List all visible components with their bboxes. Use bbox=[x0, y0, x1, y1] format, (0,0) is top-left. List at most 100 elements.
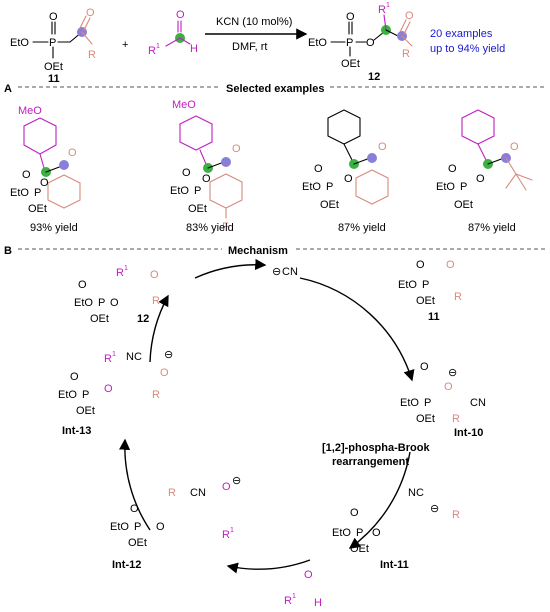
svg-text:R: R bbox=[284, 595, 292, 607]
svg-text:O: O bbox=[156, 521, 165, 533]
aldehyde-structure: O R 1 H bbox=[148, 9, 198, 57]
substrate-11-structure: EtO P O O R OEt 11 bbox=[10, 7, 96, 85]
svg-text:1: 1 bbox=[292, 593, 296, 600]
int-11-label: Int-11 bbox=[380, 559, 409, 571]
svg-text:EtO: EtO bbox=[58, 389, 77, 401]
r1-group: R bbox=[148, 45, 156, 57]
svg-text:O: O bbox=[78, 279, 87, 291]
cyanide-label: CN bbox=[282, 266, 298, 278]
svg-text:1: 1 bbox=[112, 351, 116, 358]
svg-text:O: O bbox=[68, 147, 77, 159]
svg-text:OEt: OEt bbox=[416, 413, 435, 425]
svg-text:OEt: OEt bbox=[76, 405, 95, 417]
svg-text:1: 1 bbox=[230, 527, 234, 534]
product-12-structure: EtO P O O R 1 O R OEt 12 bbox=[308, 2, 414, 83]
intermediate-int-12: R CN O ⊖ O EtO P O R 1 OEt Int-12 bbox=[110, 475, 241, 571]
svg-text:P: P bbox=[326, 181, 333, 193]
svg-text:R: R bbox=[116, 267, 124, 279]
example-4-structure: O O EtO P O OEt bbox=[436, 109, 533, 211]
intermediate-int-11: NC ⊖ R O EtO P O OEt Int-11 bbox=[332, 487, 460, 571]
svg-text:R: R bbox=[152, 389, 160, 401]
eto-label: EtO bbox=[10, 37, 29, 49]
yield-summary-text: up to 94% yield bbox=[430, 43, 505, 55]
svg-text:O: O bbox=[444, 381, 453, 393]
svg-text:OEt: OEt bbox=[188, 203, 207, 215]
svg-text:⊖: ⊖ bbox=[430, 503, 439, 515]
conditions-text: DMF, rt bbox=[232, 41, 267, 53]
svg-text:O: O bbox=[202, 173, 211, 185]
example-1-structure: MeO O O EtO P O OEt bbox=[10, 105, 81, 215]
svg-text:EtO: EtO bbox=[10, 187, 29, 199]
svg-text:R: R bbox=[452, 509, 460, 521]
svg-text:O: O bbox=[372, 527, 381, 539]
svg-text:O: O bbox=[344, 173, 353, 185]
svg-text:NC: NC bbox=[408, 487, 424, 499]
section-b-header: B Mechanism bbox=[4, 245, 545, 257]
svg-text:O: O bbox=[150, 269, 159, 281]
int-13-label: Int-13 bbox=[62, 425, 91, 437]
cyanide-minus: ⊖ bbox=[272, 266, 281, 278]
svg-text:O: O bbox=[314, 163, 323, 175]
plus-sign: + bbox=[122, 39, 128, 51]
example-2-yield: 83% yield bbox=[186, 222, 234, 234]
section-a-header: A Selected examples bbox=[4, 83, 545, 95]
svg-text:EtO: EtO bbox=[400, 397, 419, 409]
int-12-label: Int-12 bbox=[112, 559, 141, 571]
svg-text:P: P bbox=[422, 279, 429, 291]
svg-text:EtO: EtO bbox=[398, 279, 417, 291]
section-b-letter: B bbox=[4, 245, 12, 257]
svg-text:R: R bbox=[454, 291, 462, 303]
svg-text:O: O bbox=[182, 167, 191, 179]
cycle-product-12: O EtO P O R 1 O R OEt 12 bbox=[74, 265, 160, 325]
rearrangement-label-line2: rearrangement bbox=[332, 456, 409, 468]
oxygen-label: O bbox=[49, 11, 58, 23]
compound-12-label: 12 bbox=[368, 71, 380, 83]
svg-text:O: O bbox=[350, 507, 359, 519]
example-3-structure: O O EtO P O OEt bbox=[302, 109, 389, 211]
svg-text:EtO: EtO bbox=[302, 181, 321, 193]
svg-text:H: H bbox=[314, 597, 322, 609]
svg-text:OEt: OEt bbox=[28, 203, 47, 215]
svg-text:OEt: OEt bbox=[128, 537, 147, 549]
svg-text:O: O bbox=[160, 367, 169, 379]
svg-text:CN: CN bbox=[190, 487, 206, 499]
svg-text:MeO: MeO bbox=[172, 99, 196, 111]
carbonyl-oxygen: O bbox=[86, 7, 95, 19]
svg-text:1: 1 bbox=[124, 265, 128, 272]
aldehyde-h: H bbox=[190, 43, 198, 55]
svg-text:R: R bbox=[222, 529, 230, 541]
svg-text:O: O bbox=[104, 383, 113, 395]
intermediate-int-13: R 1 NC ⊖ O O R O EtO P OEt Int-13 bbox=[58, 349, 173, 437]
svg-text:1: 1 bbox=[386, 2, 390, 9]
svg-text:EtO: EtO bbox=[308, 37, 327, 49]
svg-text:R: R bbox=[104, 353, 112, 365]
svg-text:R: R bbox=[378, 4, 386, 16]
svg-text:OEt: OEt bbox=[341, 58, 360, 70]
svg-text:⊖: ⊖ bbox=[164, 349, 173, 361]
cycle-substrate-label: 11 bbox=[428, 311, 440, 323]
svg-text:OEt: OEt bbox=[320, 199, 339, 211]
example-3-yield: 87% yield bbox=[338, 222, 386, 234]
svg-text:O: O bbox=[510, 141, 519, 153]
int-10-label: Int-10 bbox=[454, 427, 483, 439]
svg-text:R: R bbox=[168, 487, 176, 499]
svg-text:EtO: EtO bbox=[170, 185, 189, 197]
cycle-substrate-11: O EtO P O R OEt 11 bbox=[398, 259, 462, 323]
svg-text:O: O bbox=[416, 259, 425, 271]
svg-text:P: P bbox=[460, 181, 467, 193]
svg-text:O: O bbox=[405, 10, 414, 22]
svg-text:O: O bbox=[420, 361, 429, 373]
catalytic-cycle bbox=[118, 258, 415, 574]
rearrangement-label-line1: [1,2]-phospha-Brook bbox=[322, 442, 430, 454]
reagent-text: KCN (10 mol%) bbox=[216, 16, 292, 28]
section-a-letter: A bbox=[4, 83, 12, 95]
svg-text:R: R bbox=[402, 48, 410, 60]
svg-text:O: O bbox=[110, 297, 119, 309]
phosphorus-label: P bbox=[49, 37, 56, 49]
svg-text:O: O bbox=[22, 169, 31, 181]
svg-text:P: P bbox=[34, 187, 41, 199]
svg-text:O: O bbox=[448, 163, 457, 175]
svg-text:⊖: ⊖ bbox=[232, 475, 241, 487]
svg-text:O: O bbox=[476, 173, 485, 185]
